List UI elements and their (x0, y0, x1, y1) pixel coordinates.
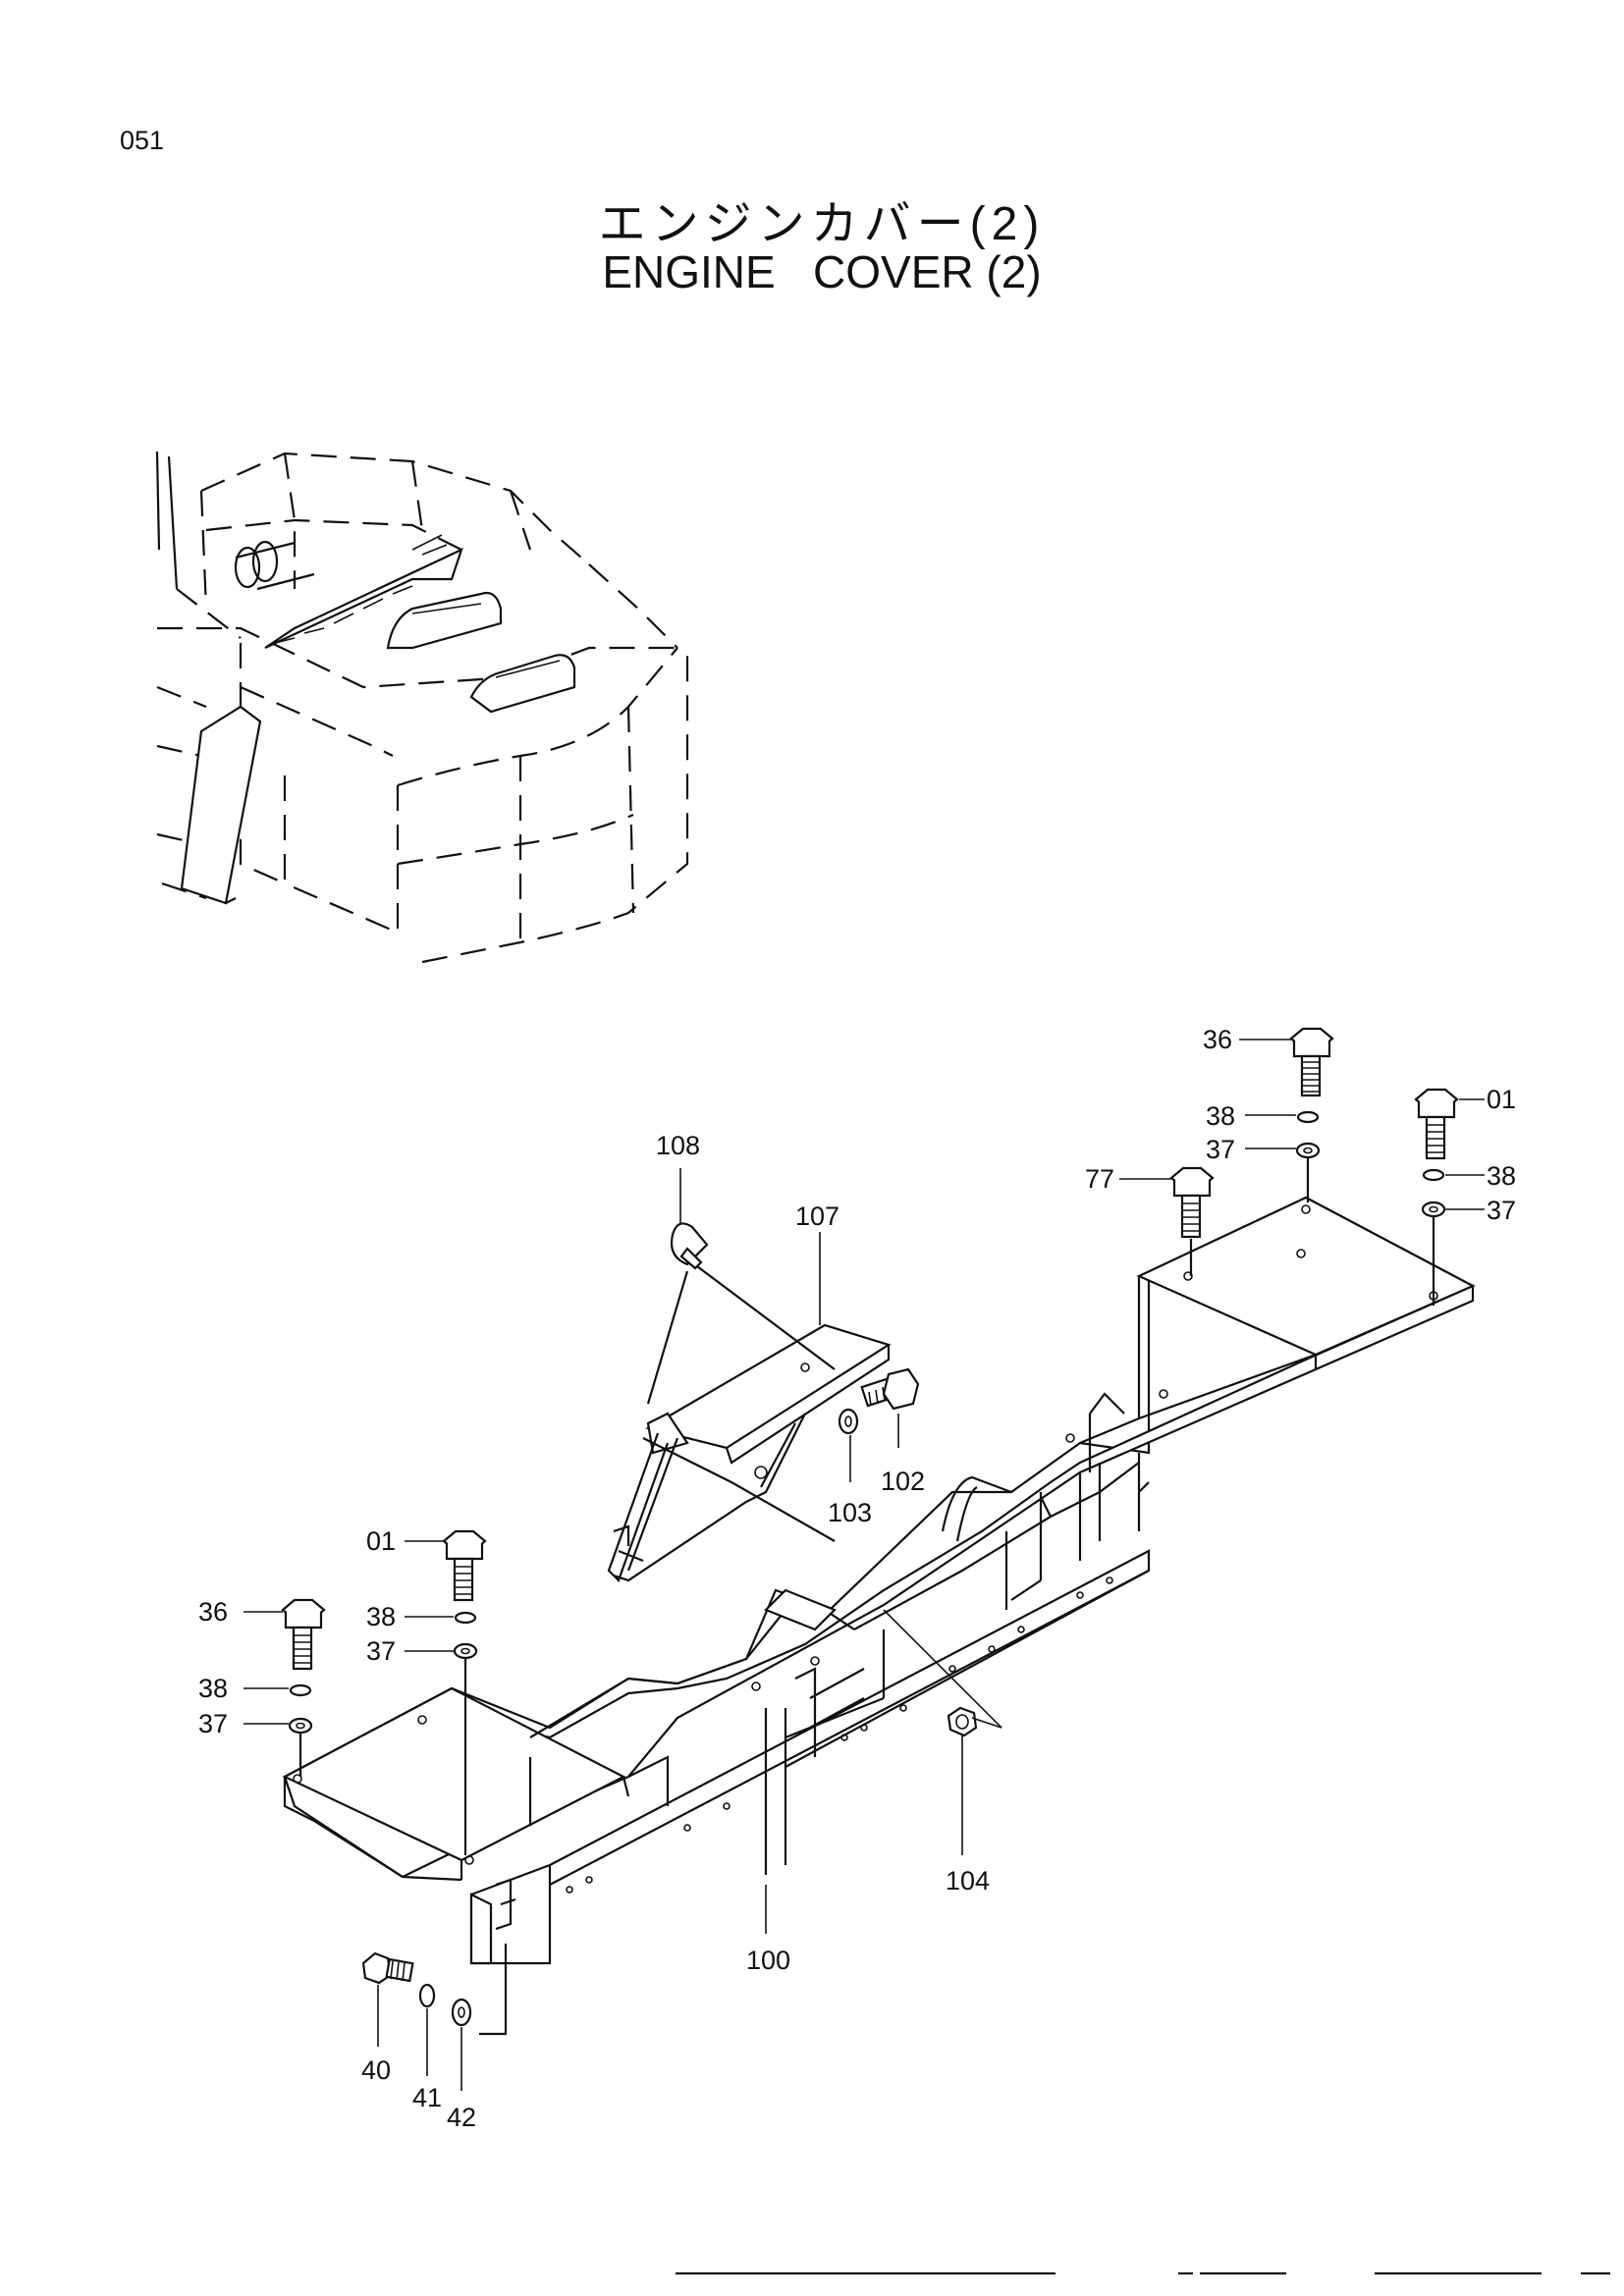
callout-36-left: 36 (198, 1597, 228, 1627)
callout-42: 42 (447, 2103, 476, 2132)
washer-38-left-2 (289, 1683, 312, 1697)
bolt-36-left (281, 1598, 326, 1671)
title-japanese: エンジンカバー(2) (598, 198, 1046, 250)
callout-36-right: 36 (1203, 1025, 1232, 1054)
washer-37-right (1295, 1142, 1321, 1159)
bolt-102 (860, 1367, 920, 1411)
washer-37-left (453, 1642, 478, 1660)
bolt-01-right (1414, 1088, 1459, 1160)
callout-104: 104 (946, 1866, 990, 1896)
callout-38-right: 38 (1206, 1101, 1235, 1131)
engine-cover-frame-100 (282, 1196, 1476, 1965)
callout-38-left-2: 38 (198, 1674, 228, 1703)
callout-01-left: 01 (366, 1526, 396, 1556)
nut-104 (947, 1706, 978, 1737)
washer-37-far-right (1421, 1201, 1446, 1218)
callout-37-left-2: 37 (198, 1709, 228, 1738)
washer-38-left (454, 1611, 477, 1625)
callout-37-far-right: 37 (1487, 1196, 1516, 1225)
callout-37-left: 37 (366, 1636, 396, 1666)
callout-37-right: 37 (1206, 1135, 1235, 1164)
washer-41 (418, 1983, 436, 2008)
callout-40: 40 (361, 2056, 391, 2085)
washer-103 (838, 1408, 859, 1435)
bolt-01-left (442, 1529, 487, 1602)
cap-108 (670, 1222, 709, 1270)
bracket-107 (607, 1323, 892, 1583)
leader-lines (244, 1039, 1485, 2091)
callout-102: 102 (881, 1467, 925, 1496)
machine-overview-sketch (155, 451, 689, 964)
washer-42 (451, 1998, 472, 2027)
bolt-77 (1169, 1166, 1215, 1239)
callout-77: 77 (1085, 1164, 1114, 1194)
washer-38-right (1296, 1110, 1320, 1124)
callout-108: 108 (656, 1131, 700, 1160)
callout-01-right: 01 (1487, 1085, 1516, 1114)
callout-38-far-right: 38 (1487, 1161, 1516, 1191)
washer-37-left-2 (288, 1717, 313, 1735)
callout-103: 103 (828, 1498, 872, 1527)
bolt-40 (361, 1951, 414, 1985)
washer-38-far-right (1422, 1168, 1445, 1182)
bolt-36-right (1289, 1027, 1334, 1097)
callout-numbers: 36 38 37 01 38 37 77 108 107 102 103 01 … (198, 1025, 1516, 2132)
callout-107: 107 (795, 1201, 839, 1231)
callout-100: 100 (746, 1946, 790, 1975)
title-english: ENGINE COVER (2) (602, 246, 1042, 297)
page-number: 051 (120, 126, 165, 155)
callout-38-left: 38 (366, 1602, 396, 1631)
hardware (281, 1027, 1459, 2036)
callout-41: 41 (412, 2083, 442, 2112)
